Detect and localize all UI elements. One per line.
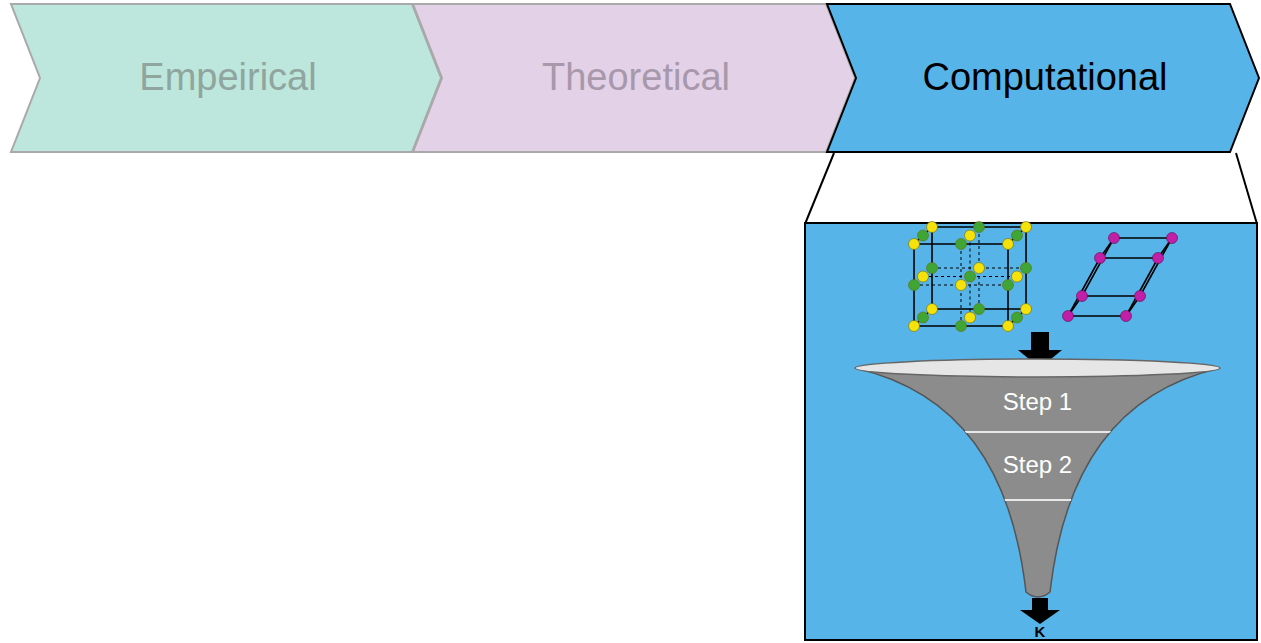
rhombohedral-cell: [1063, 233, 1178, 322]
nacl-crystal: [909, 222, 1032, 332]
node-text: Step 1: [1003, 388, 1072, 416]
node-text: Theoretical: [542, 56, 730, 100]
funnel-step: Step 1: [940, 374, 1135, 430]
detail-panel: [805, 223, 1257, 640]
stage-chevron: Theoretical: [412, 3, 856, 153]
node-text: Empeirical: [139, 56, 316, 100]
zoom-line: [1236, 153, 1257, 224]
stage-chevron: Computational: [826, 3, 1260, 153]
result-label: K: [1035, 624, 1046, 639]
node-text: Computational: [922, 56, 1167, 100]
node-text: Step 2: [1003, 451, 1072, 479]
stage-chevron: Empeirical: [10, 3, 442, 153]
down-arrow: [1020, 598, 1060, 624]
funnel-step: Step 2: [975, 434, 1100, 496]
zoom-line: [805, 153, 834, 224]
funnel: [840, 359, 1240, 597]
